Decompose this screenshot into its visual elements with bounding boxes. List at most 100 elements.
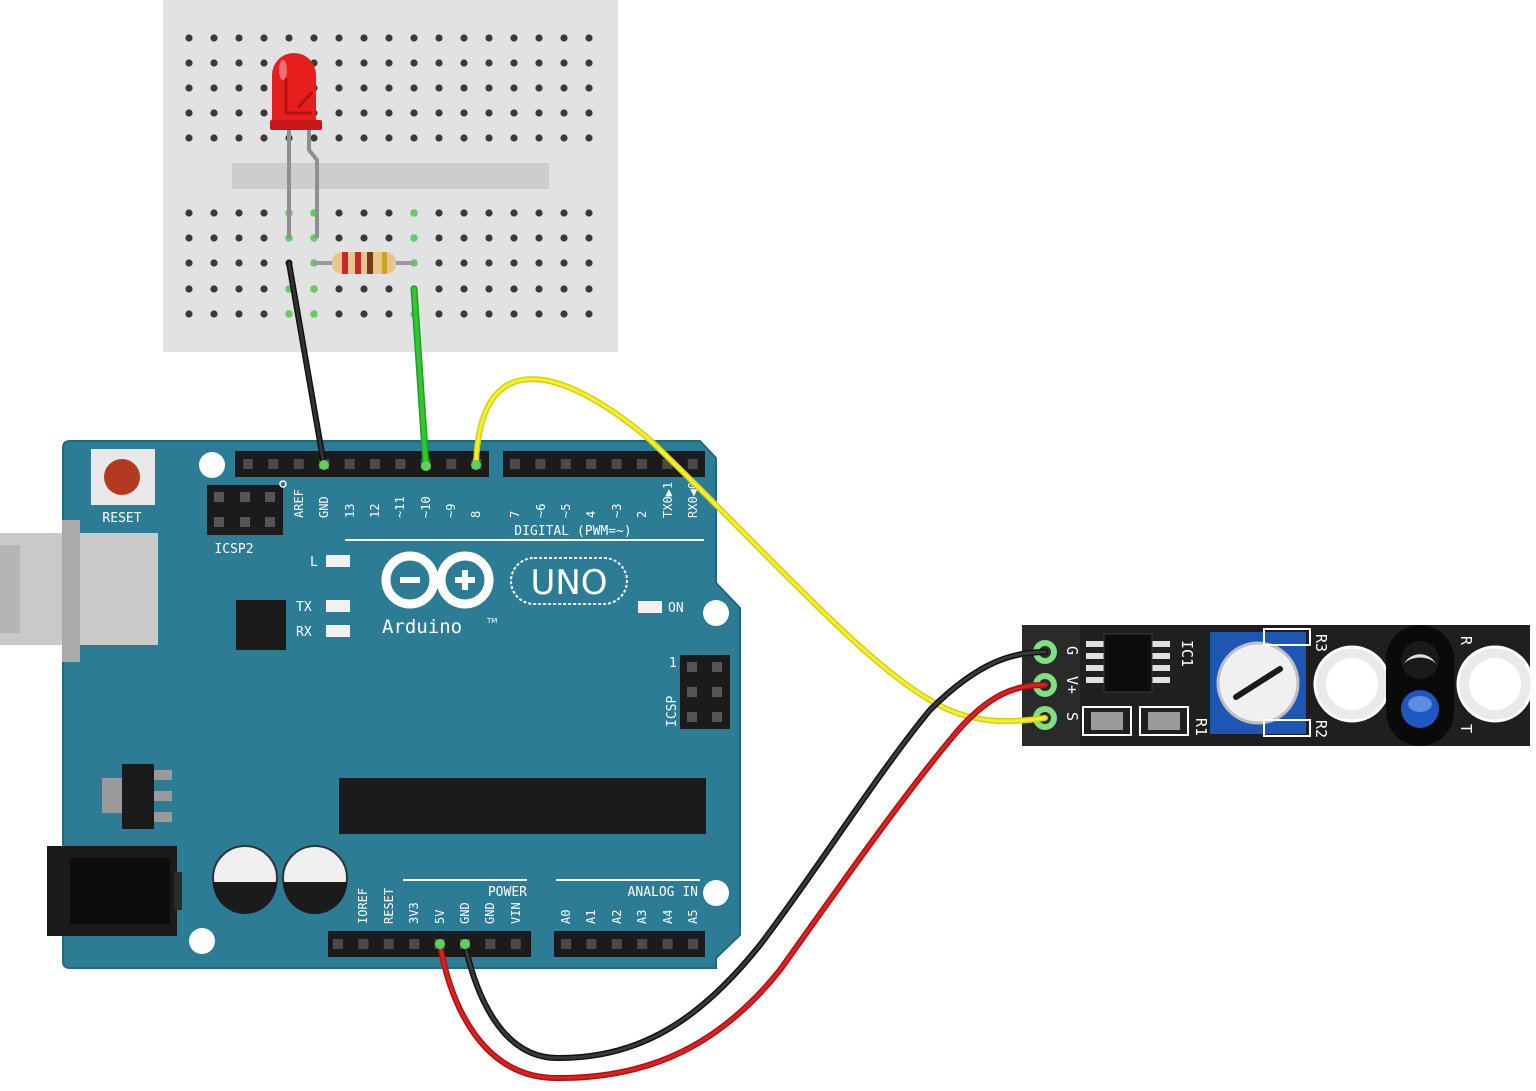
potentiometer[interactable] bbox=[1210, 632, 1306, 734]
analog-header bbox=[554, 931, 705, 957]
reset-button[interactable] bbox=[91, 449, 155, 505]
breadboard-hole bbox=[360, 34, 368, 42]
sensor-pin-g-label: G bbox=[1063, 646, 1081, 655]
breadboard-hole bbox=[185, 209, 193, 217]
digital-pin-label: GND bbox=[317, 496, 331, 518]
header-pin bbox=[561, 939, 571, 949]
power-analog-pin-label: GND bbox=[483, 902, 497, 924]
capacitor bbox=[282, 845, 348, 914]
breadboard-hole bbox=[585, 34, 593, 42]
header-pin bbox=[611, 939, 622, 949]
breadboard-hole bbox=[335, 84, 343, 92]
header-pin bbox=[662, 459, 673, 469]
breadboard-hole bbox=[585, 109, 593, 117]
digital-pin-label: 13 bbox=[343, 504, 357, 518]
logo-tm: TM bbox=[486, 617, 497, 625]
icsp-header bbox=[680, 655, 730, 729]
led-tx-label: TX bbox=[296, 600, 312, 615]
atmega-chip bbox=[339, 778, 706, 834]
breadboard-hole bbox=[510, 134, 518, 142]
breadboard-hole bbox=[410, 134, 418, 142]
digital-pin-label: RX0◀0 bbox=[686, 482, 700, 518]
smd-resistor bbox=[1139, 706, 1189, 736]
breadboard-hole bbox=[185, 34, 193, 42]
breadboard-hole bbox=[485, 234, 493, 242]
breadboard-hole bbox=[410, 34, 418, 42]
wires bbox=[286, 260, 1048, 1082]
power-label: POWER bbox=[488, 885, 527, 900]
breadboard-hole bbox=[335, 134, 343, 142]
breadboard-hole bbox=[210, 109, 218, 117]
reset-label: RESET bbox=[102, 511, 141, 526]
digital-pin-label: 4 bbox=[584, 511, 598, 518]
breadboard-hole bbox=[560, 310, 568, 318]
header-pin bbox=[560, 459, 571, 469]
power-analog-pin-label: A0 bbox=[559, 910, 573, 924]
icsp2-label: ICSP2 bbox=[214, 542, 253, 557]
power-analog-pin-label: A4 bbox=[661, 910, 675, 924]
breadboard-hole bbox=[510, 59, 518, 67]
breadboard-hole bbox=[560, 59, 568, 67]
breadboard-hole bbox=[385, 134, 393, 142]
breadboard-hole bbox=[260, 84, 268, 92]
ir-emitter-receiver bbox=[1386, 625, 1454, 746]
breadboard-hole bbox=[435, 59, 443, 67]
breadboard-hole bbox=[485, 285, 493, 293]
smd-resistor bbox=[1082, 706, 1132, 736]
breadboard-hole bbox=[560, 259, 568, 267]
breadboard-hole bbox=[210, 59, 218, 67]
breadboard-hole bbox=[185, 84, 193, 92]
breadboard-hole bbox=[335, 209, 343, 217]
breadboard-hole bbox=[185, 59, 193, 67]
comparator-ic bbox=[1086, 633, 1170, 693]
breadboard-hole bbox=[460, 59, 468, 67]
breadboard-hole bbox=[210, 310, 218, 318]
header-pin bbox=[370, 459, 380, 469]
icsp2-header bbox=[207, 485, 283, 535]
icsp-label: ICSP bbox=[665, 696, 680, 727]
breadboard-hole bbox=[385, 109, 393, 117]
header-pin bbox=[243, 459, 253, 469]
breadboard-hole bbox=[360, 310, 368, 318]
arduino-logo: UNO Arduino TM bbox=[381, 551, 628, 638]
power-analog-pin-label: IOREF bbox=[356, 888, 370, 924]
breadboard-hole bbox=[235, 209, 243, 217]
breadboard-hole bbox=[335, 285, 343, 293]
breadboard-hole bbox=[435, 109, 443, 117]
breadboard-hole bbox=[185, 134, 193, 142]
digital-pin-label: ~11 bbox=[393, 496, 407, 518]
breadboard-hole bbox=[485, 34, 493, 42]
breadboard-hole bbox=[460, 134, 468, 142]
breadboard-hole bbox=[385, 34, 393, 42]
breadboard-hole bbox=[510, 259, 518, 267]
breadboard-hole bbox=[210, 84, 218, 92]
sensor-t-label: T bbox=[1457, 724, 1475, 733]
breadboard-hole bbox=[185, 285, 193, 293]
breadboard-hole bbox=[535, 285, 543, 293]
header-pin bbox=[637, 459, 647, 469]
breadboard-hole bbox=[260, 310, 268, 318]
digital-pin-label: AREF bbox=[292, 489, 306, 518]
breadboard-hole bbox=[210, 209, 218, 217]
header-pin bbox=[662, 939, 673, 949]
breadboard-hole bbox=[535, 209, 543, 217]
breadboard-hole bbox=[335, 234, 343, 242]
breadboard-hole bbox=[210, 234, 218, 242]
capacitor bbox=[212, 845, 278, 914]
led-rx-label: RX bbox=[296, 625, 312, 640]
breadboard-hole bbox=[260, 209, 268, 217]
breadboard-hole bbox=[560, 209, 568, 217]
breadboard-hole bbox=[535, 310, 543, 318]
breadboard-hole bbox=[485, 109, 493, 117]
breadboard-hole bbox=[235, 285, 243, 293]
breadboard bbox=[163, 0, 618, 352]
breadboard-hole bbox=[435, 310, 443, 318]
breadboard-hole bbox=[385, 234, 393, 242]
led-on-label: ON bbox=[668, 601, 684, 616]
breadboard-hole bbox=[485, 209, 493, 217]
ic1-label: IC1 bbox=[1178, 640, 1196, 667]
breadboard-hole bbox=[510, 310, 518, 318]
breadboard-hole bbox=[560, 285, 568, 293]
power-analog-header-pins bbox=[333, 939, 698, 949]
